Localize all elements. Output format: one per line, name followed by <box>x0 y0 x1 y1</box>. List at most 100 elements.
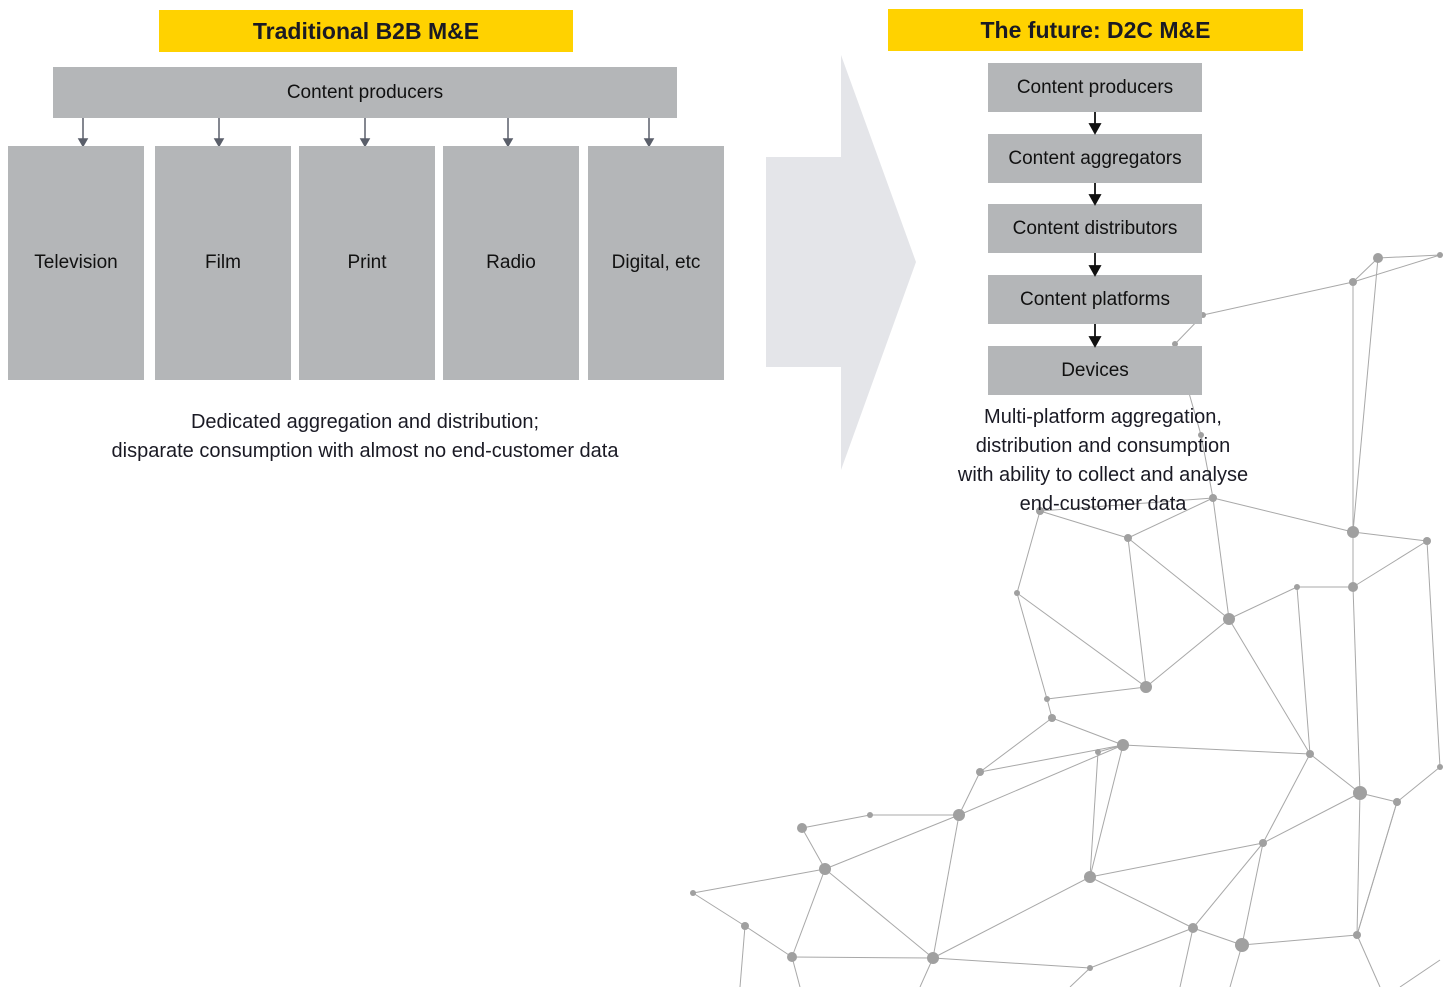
network-edge <box>1352 531 1428 542</box>
network-edge <box>1089 876 1194 929</box>
network-edge <box>801 814 871 829</box>
network-edge <box>744 925 793 958</box>
network-edge <box>1127 537 1147 688</box>
chain-devices: Devices <box>988 346 1202 395</box>
network-edge <box>1089 744 1124 878</box>
network-edge <box>1192 842 1264 929</box>
network-node <box>1087 965 1093 971</box>
network-edge <box>958 744 1124 816</box>
network-node <box>1172 341 1178 347</box>
left-content-producers-box: Content producers <box>53 67 677 118</box>
network-edge <box>1016 510 1041 594</box>
network-edge <box>824 814 960 870</box>
network-node <box>1347 526 1359 538</box>
network-edge <box>692 892 746 927</box>
network-node <box>1306 750 1314 758</box>
network-edge <box>1192 927 1243 946</box>
network-node <box>1048 714 1056 722</box>
network-edge <box>1399 959 1441 987</box>
network-node <box>953 809 965 821</box>
right-caption-line-1: Multi-platform aggregation, <box>984 406 1222 428</box>
left-caption-line-1: Dedicated aggregation and distribution; <box>190 411 540 433</box>
network-edge <box>1356 934 1381 987</box>
network-node <box>1437 252 1443 258</box>
right-caption-line-3: with ability to collect and analyse <box>957 464 1249 486</box>
network-edge <box>1396 766 1441 803</box>
network-node <box>1044 696 1050 702</box>
network-node <box>1259 839 1267 847</box>
network-edge <box>1262 792 1361 844</box>
channel-film: Film <box>155 146 291 380</box>
network-edge <box>1016 592 1048 700</box>
network-edge <box>1046 686 1147 700</box>
network-edge <box>791 956 801 987</box>
network-edge <box>1356 801 1398 936</box>
network-edge <box>1145 618 1230 688</box>
network-node <box>1437 764 1443 770</box>
network-node <box>1117 739 1129 751</box>
network-edge <box>1089 751 1099 878</box>
network-edge <box>1352 257 1379 533</box>
network-node <box>797 823 807 833</box>
network-edge <box>1352 586 1361 794</box>
network-edge <box>1069 967 1091 987</box>
network-node <box>1140 681 1152 693</box>
network-node <box>1014 590 1020 596</box>
right-caption-line-4: end-customer data <box>1019 493 1187 515</box>
network-node <box>1198 432 1204 438</box>
network-node <box>1036 507 1044 515</box>
left-caption-line-2: disparate consumption with almost no end… <box>111 440 619 462</box>
network-edge <box>791 956 934 959</box>
network-node <box>787 952 797 962</box>
network-edge <box>692 868 826 894</box>
network-node <box>867 812 873 818</box>
network-node <box>1209 494 1217 502</box>
network-edge <box>1377 254 1441 259</box>
network-edge <box>932 814 960 959</box>
network-edge <box>1356 792 1361 936</box>
network-node <box>976 768 984 776</box>
network-edge <box>1426 540 1441 768</box>
network-node <box>1393 798 1401 806</box>
channel-radio: Radio <box>443 146 579 380</box>
network-edge <box>1352 254 1441 283</box>
network-edge <box>1212 497 1230 620</box>
channel-print: Print <box>299 146 435 380</box>
network-edge <box>1127 497 1214 539</box>
network-edge <box>1309 753 1361 794</box>
network-node <box>1223 613 1235 625</box>
network-edge <box>1241 934 1358 946</box>
network-edge <box>932 957 1091 969</box>
network-edge <box>958 771 981 816</box>
network-edge <box>1202 281 1354 316</box>
network-edge <box>824 868 934 959</box>
network-node <box>1353 931 1361 939</box>
left-title: Traditional B2B M&E <box>159 10 573 52</box>
channel-digital: Digital, etc <box>588 146 724 380</box>
network-edge <box>1089 842 1264 878</box>
network-node <box>1348 582 1358 592</box>
network-edge <box>1127 537 1230 620</box>
network-edge <box>979 717 1053 773</box>
network-edge <box>1229 944 1243 987</box>
network-node <box>1095 749 1101 755</box>
left-caption: Dedicated aggregation and distribution; … <box>40 408 690 466</box>
chain-content-producers: Content producers <box>988 63 1202 112</box>
network-edge <box>1296 586 1311 755</box>
network-node <box>1188 923 1198 933</box>
chain-content-distributors: Content distributors <box>988 204 1202 253</box>
network-node <box>1353 786 1367 800</box>
network-edge <box>1352 540 1428 588</box>
network-edge <box>1039 497 1214 512</box>
channel-television: Television <box>8 146 144 380</box>
network-edge <box>1179 927 1194 987</box>
network-edge <box>1051 717 1124 746</box>
network-node <box>1124 534 1132 542</box>
network-node <box>741 922 749 930</box>
network-edge <box>801 827 826 870</box>
right-caption: Multi-platform aggregation, distribution… <box>905 403 1301 519</box>
network-edge <box>932 876 1091 959</box>
